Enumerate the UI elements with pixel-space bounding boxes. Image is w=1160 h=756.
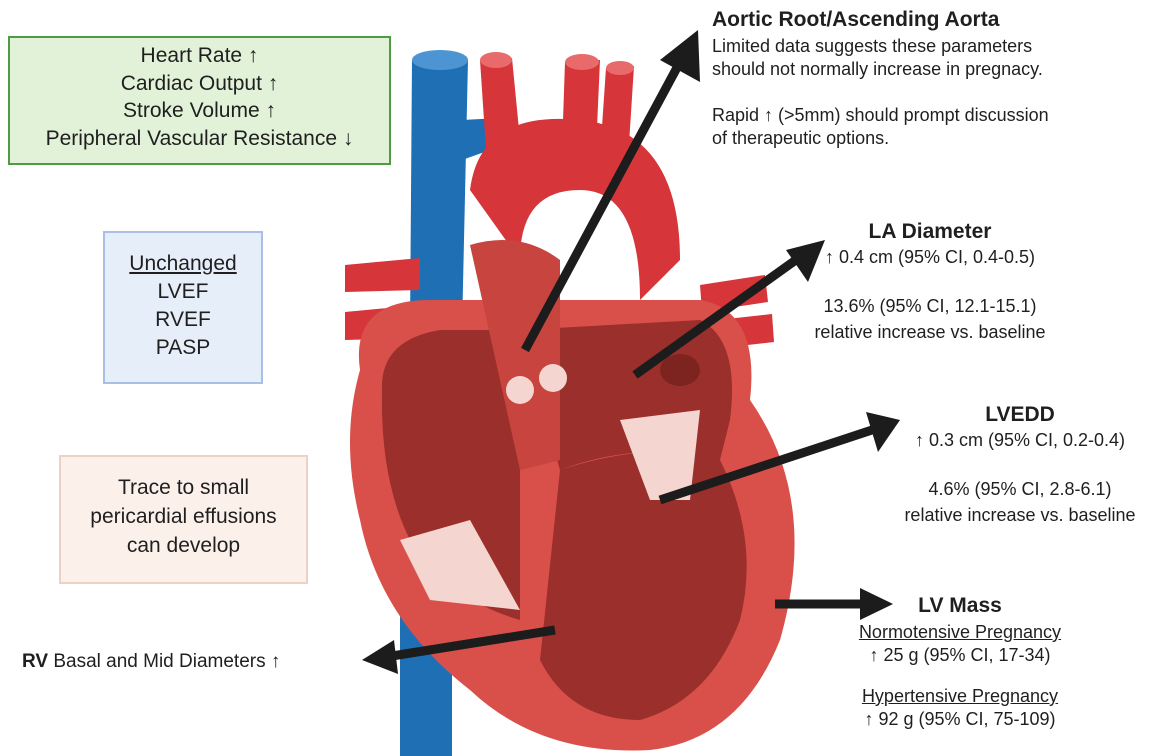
la-diameter-value: ↑ 0.4 cm (95% CI, 0.4-0.5): [800, 246, 1060, 269]
aortic-root-annotation: Aortic Root/Ascending Aorta Limited data…: [712, 8, 1132, 150]
unchanged-item-rvef: RVEF: [105, 306, 261, 334]
la-diameter-annotation: LA Diameter ↑ 0.4 cm (95% CI, 0.4-0.5) 1…: [800, 220, 1060, 344]
aortic-root-line-2: should not normally increase in pregnacy…: [712, 58, 1132, 81]
unchanged-item-lvef: LVEF: [105, 278, 261, 306]
la-diameter-relative-note: relative increase vs. baseline: [800, 321, 1060, 344]
effusion-line-3: can develop: [61, 531, 306, 560]
lvedd-title: LVEDD: [885, 403, 1155, 426]
hypertensive-label: Hypertensive Pregnancy: [840, 685, 1080, 708]
rv-bold-label: RV: [22, 651, 48, 672]
lvedd-value: ↑ 0.3 cm (95% CI, 0.2-0.4): [885, 429, 1155, 452]
effusion-line-1: Trace to small: [61, 473, 306, 502]
lv-mass-annotation: LV Mass Normotensive Pregnancy ↑ 25 g (9…: [840, 594, 1080, 731]
unchanged-box: Unchanged LVEF RVEF PASP: [103, 231, 263, 384]
la-diameter-title: LA Diameter: [800, 220, 1060, 243]
hypertensive-value: ↑ 92 g (95% CI, 75-109): [840, 708, 1080, 731]
unchanged-item-pasp: PASP: [105, 334, 261, 362]
heart-rate-label: Heart Rate ↑: [10, 42, 389, 70]
lvedd-relative-note: relative increase vs. baseline: [885, 504, 1155, 527]
aortic-root-title: Aortic Root/Ascending Aorta: [712, 8, 1132, 31]
unchanged-heading: Unchanged: [105, 250, 261, 278]
stroke-volume-label: Stroke Volume ↑: [10, 97, 389, 125]
summary-box: Heart Rate ↑ Cardiac Output ↑ Stroke Vol…: [8, 36, 391, 165]
la-diameter-relative: 13.6% (95% CI, 12.1-15.1): [800, 295, 1060, 318]
cardiac-output-label: Cardiac Output ↑: [10, 70, 389, 98]
rv-annotation: RV Basal and Mid Diameters ↑: [22, 650, 362, 673]
normotensive-value: ↑ 25 g (95% CI, 17-34): [840, 644, 1080, 667]
aortic-root-line-3: Rapid ↑ (>5mm) should prompt discussion: [712, 104, 1132, 127]
aortic-root-line-4: of therapeutic options.: [712, 127, 1132, 150]
aortic-root-line-1: Limited data suggests these parameters: [712, 35, 1132, 58]
rv-text: Basal and Mid Diameters ↑: [48, 651, 280, 672]
normotensive-label: Normotensive Pregnancy: [840, 621, 1080, 644]
lv-mass-title: LV Mass: [840, 594, 1080, 617]
effusion-box: Trace to small pericardial effusions can…: [59, 455, 308, 584]
lvedd-relative: 4.6% (95% CI, 2.8-6.1): [885, 478, 1155, 501]
effusion-line-2: pericardial effusions: [61, 502, 306, 531]
lvedd-annotation: LVEDD ↑ 0.3 cm (95% CI, 0.2-0.4) 4.6% (9…: [885, 403, 1155, 527]
pvr-label: Peripheral Vascular Resistance ↓: [10, 125, 389, 153]
